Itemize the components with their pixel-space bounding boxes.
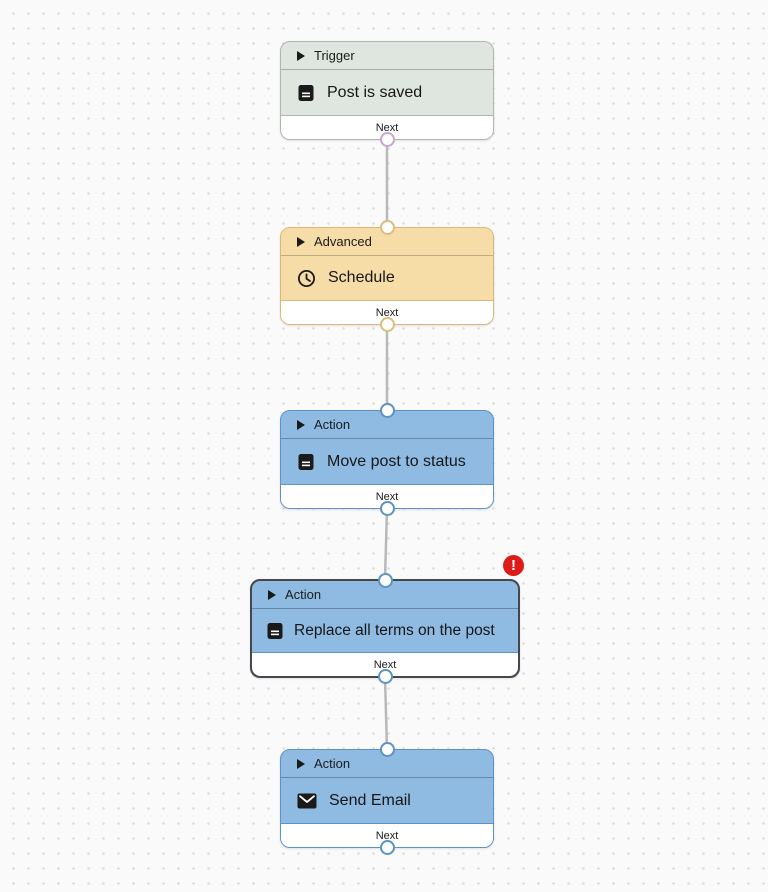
workflow-node-action-move-post-to-status[interactable]: Action Move post to status Next xyxy=(280,403,494,516)
next-label: Next xyxy=(375,121,399,134)
next-label: Next xyxy=(375,306,399,319)
output-port[interactable] xyxy=(379,317,395,332)
node-body: Move post to status xyxy=(281,439,493,484)
node-header[interactable]: Advanced xyxy=(281,228,493,256)
output-port[interactable] xyxy=(379,132,395,147)
connector-line xyxy=(383,507,389,581)
document-icon xyxy=(266,622,284,640)
error-glyph: ! xyxy=(511,557,516,574)
output-port[interactable] xyxy=(379,501,395,516)
node-header[interactable]: Action xyxy=(281,750,493,778)
node-header[interactable]: Action xyxy=(281,411,493,439)
node-body: Post is saved xyxy=(281,70,493,115)
node-category-label: Trigger xyxy=(314,48,355,63)
error-badge-icon[interactable]: ! xyxy=(503,555,524,576)
clock-icon xyxy=(297,269,316,288)
workflow-node-advanced-schedule[interactable]: Advanced Schedule Next xyxy=(280,220,494,332)
node-title: Send Email xyxy=(329,791,411,809)
input-port[interactable] xyxy=(377,573,393,588)
workflow-node-action-send-email[interactable]: Action Send Email Next xyxy=(280,742,494,855)
node-title: Post is saved xyxy=(327,83,423,101)
collapse-toggle-icon[interactable] xyxy=(297,50,305,61)
output-port[interactable] xyxy=(377,669,393,684)
node-body: Replace all terms on the post xyxy=(252,609,518,652)
node-category-label: Advanced xyxy=(314,234,372,249)
node-header[interactable]: Trigger xyxy=(281,42,493,70)
document-icon xyxy=(297,84,315,102)
node-header[interactable]: Action xyxy=(252,581,518,609)
input-port[interactable] xyxy=(379,742,395,757)
collapse-toggle-icon[interactable] xyxy=(297,236,305,247)
next-label: Next xyxy=(375,490,399,503)
next-label: Next xyxy=(373,658,397,671)
collapse-toggle-icon[interactable] xyxy=(297,758,305,769)
input-port[interactable] xyxy=(379,403,395,418)
node-category-label: Action xyxy=(314,417,351,432)
node-title: Schedule xyxy=(328,269,395,286)
node-body: Send Email xyxy=(281,778,493,823)
workflow-node-trigger-post-is-saved[interactable]: Trigger Post is saved Next xyxy=(280,41,494,147)
collapse-toggle-icon[interactable] xyxy=(297,419,305,430)
next-label: Next xyxy=(375,829,399,842)
workflow-node-action-replace-all-terms[interactable]: ! Action Replace all terms on the post N… xyxy=(250,555,524,684)
connector-line xyxy=(383,676,389,751)
node-category-label: Action xyxy=(285,587,322,602)
input-port[interactable] xyxy=(379,220,395,235)
node-body: Schedule xyxy=(281,256,493,300)
mail-icon xyxy=(297,793,317,809)
node-title: Replace all terms on the post xyxy=(294,621,495,639)
document-icon xyxy=(297,453,315,471)
output-port[interactable] xyxy=(379,840,395,855)
node-title: Move post to status xyxy=(327,452,466,470)
collapse-toggle-icon[interactable] xyxy=(268,589,276,600)
node-category-label: Action xyxy=(314,756,351,771)
